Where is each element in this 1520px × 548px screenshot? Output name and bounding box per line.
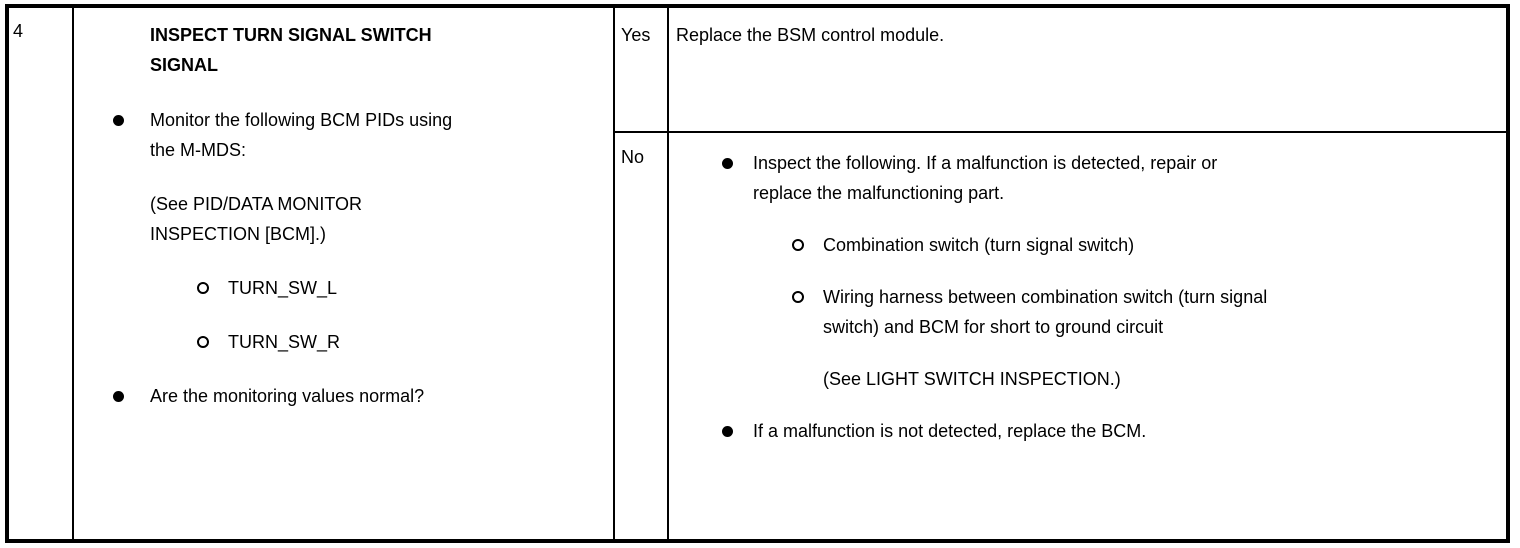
- sub-list-item: Wiring harness between combination switc…: [792, 282, 1496, 342]
- results-section: Yes Replace the BSM control module. No I…: [615, 8, 1506, 539]
- list-item-text: Are the monitoring values normal?: [150, 386, 425, 406]
- step-number: 4: [13, 21, 24, 41]
- sub-list-item: TURN_SW_L: [197, 273, 613, 303]
- action-items: Monitor the following BCM PIDs using the…: [74, 105, 613, 411]
- yes-row: Yes Replace the BSM control module.: [615, 8, 1506, 133]
- list-item-text: Inspect the following. If a malfunction …: [753, 153, 1218, 203]
- no-result-cell: Inspect the following. If a malfunction …: [669, 133, 1506, 539]
- action-title: INSPECT TURN SIGNAL SWITCH SIGNAL: [150, 25, 432, 75]
- bullet-marker-icon: [113, 391, 124, 402]
- list-item: Are the monitoring values normal?: [113, 381, 613, 411]
- list-item-text: TURN_SW_R: [228, 332, 341, 352]
- yes-cell: Yes: [615, 8, 669, 131]
- list-item-text: TURN_SW_L: [228, 278, 338, 298]
- reference-note: (See LIGHT SWITCH INSPECTION.): [823, 364, 1496, 394]
- no-label: No: [621, 147, 645, 167]
- step-number-cell: 4: [9, 8, 74, 539]
- action-cell: INSPECT TURN SIGNAL SWITCH SIGNAL Monito…: [74, 8, 615, 539]
- list-item-text: If a malfunction is not detected, replac…: [753, 421, 1147, 441]
- yes-label: Yes: [621, 25, 651, 45]
- troubleshooting-table: 4 INSPECT TURN SIGNAL SWITCH SIGNAL Moni…: [5, 4, 1510, 543]
- circle-marker-icon: [792, 291, 804, 303]
- bullet-marker-icon: [722, 158, 733, 169]
- no-result-items: Inspect the following. If a malfunction …: [669, 148, 1496, 446]
- list-item-text: Combination switch (turn signal switch): [823, 235, 1135, 255]
- yes-result-cell: Replace the BSM control module.: [669, 8, 1506, 131]
- bullet-marker-icon: [113, 115, 124, 126]
- sub-list-item: Combination switch (turn signal switch): [792, 230, 1496, 260]
- reference-note: (See PID/DATA MONITOR INSPECTION [BCM].): [150, 189, 613, 249]
- list-item: If a malfunction is not detected, replac…: [722, 416, 1496, 446]
- circle-marker-icon: [197, 282, 209, 294]
- list-item: Inspect the following. If a malfunction …: [722, 148, 1496, 208]
- bullet-marker-icon: [722, 426, 733, 437]
- sub-list-item: TURN_SW_R: [197, 327, 613, 357]
- no-cell: No: [615, 133, 669, 539]
- list-item: Monitor the following BCM PIDs using the…: [113, 105, 613, 165]
- circle-marker-icon: [197, 336, 209, 348]
- list-item-text: (See LIGHT SWITCH INSPECTION.): [823, 369, 1121, 389]
- list-item-text: Monitor the following BCM PIDs using the…: [150, 110, 453, 160]
- list-item-text: (See PID/DATA MONITOR INSPECTION [BCM].): [150, 194, 363, 244]
- list-item-text: Wiring harness between combination switc…: [823, 287, 1268, 337]
- circle-marker-icon: [792, 239, 804, 251]
- no-row: No Inspect the following. If a malfuncti…: [615, 133, 1506, 539]
- yes-result-text: Replace the BSM control module.: [676, 25, 945, 45]
